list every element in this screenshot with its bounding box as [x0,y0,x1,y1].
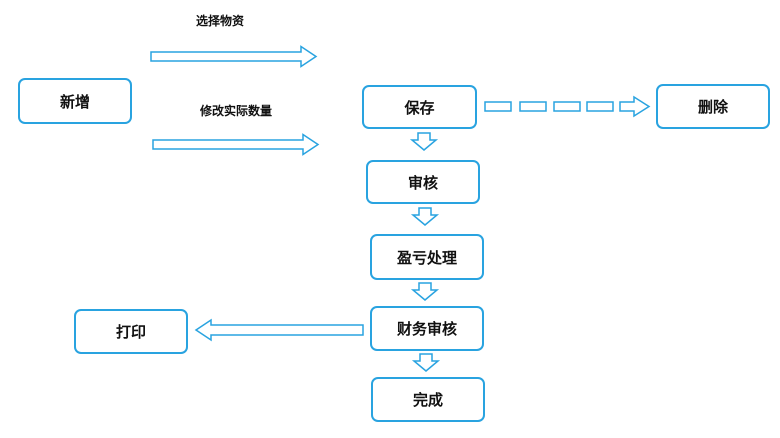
arrow-save-to-review [409,132,439,151]
node-add: 新增 [18,78,132,124]
arrow-loss-to-finance [410,282,440,301]
edge-label-select-materials: 选择物资 [196,14,245,28]
arrow-to-delete [619,95,651,118]
arrow-finance-to-complete [411,353,441,372]
arrow-review-to-loss [410,207,440,226]
node-finance-review: 财务审核 [370,306,484,351]
edge-label-modify-quantity: 修改实际数量 [200,104,273,118]
node-delete: 删除 [656,84,770,129]
dash-segment [553,101,581,112]
arrow-select-materials [150,45,318,68]
dash-segment [519,101,547,112]
arrow-finance-to-print [194,318,364,342]
node-complete: 完成 [371,377,485,422]
dash-segment [586,101,614,112]
node-print: 打印 [74,309,188,354]
node-loss-processing: 盈亏处理 [370,234,484,280]
arrow-modify-quantity [152,133,320,156]
node-review: 审核 [366,160,480,204]
node-save: 保存 [362,85,477,129]
dash-segment [484,101,512,112]
